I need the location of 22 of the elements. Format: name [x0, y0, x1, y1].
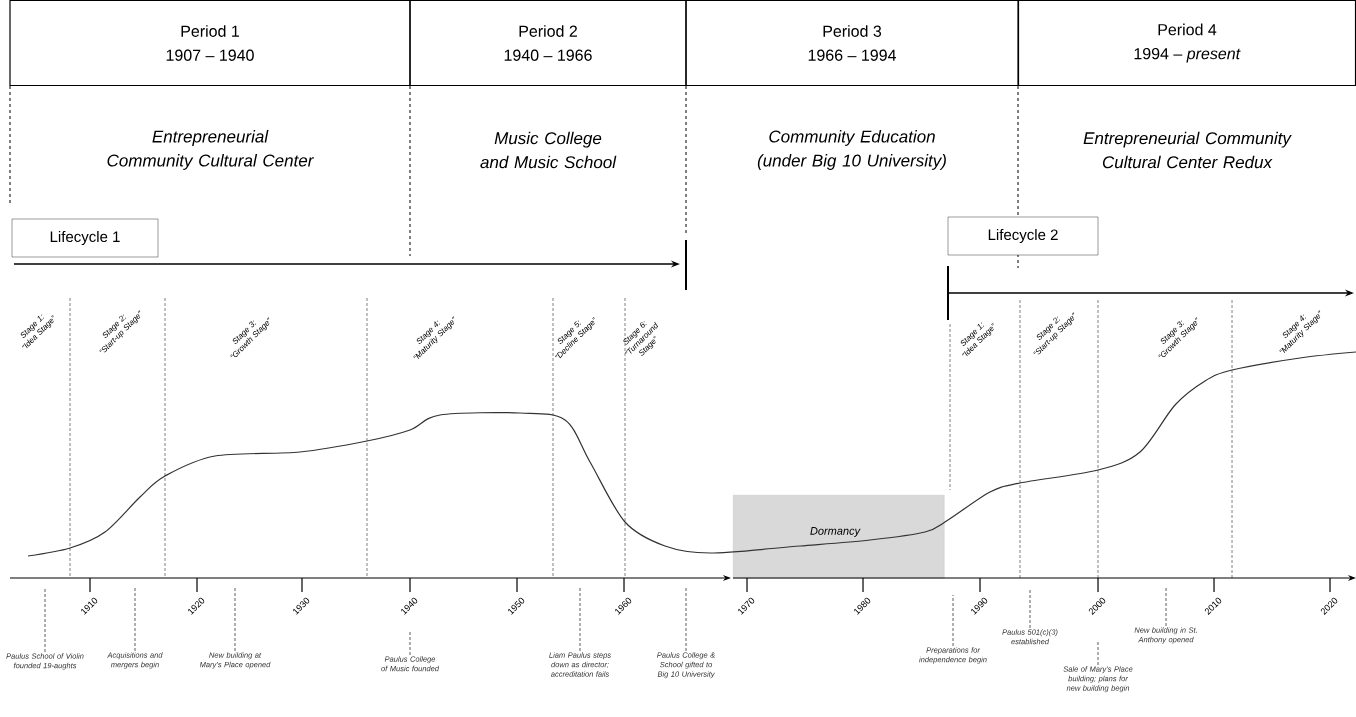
lifecycle-box: Lifecycle 2: [947, 216, 1099, 256]
leader-line: [685, 587, 687, 652]
era-label: Community Education (under Big 10 University): [757, 130, 946, 170]
leader-line: [44, 587, 46, 653]
leader-line: [409, 629, 411, 656]
leader-line: [1029, 587, 1031, 629]
lifecycle-box: Lifecycle 1: [11, 218, 159, 258]
era-label: Entrepreneurial Community Cultural Center: [107, 130, 314, 170]
period-header: Period 1 1907 – 1940: [9, 0, 411, 87]
dormancy-band: [733, 495, 945, 579]
era-label: Entrepreneurial Community Cultural Center Redux: [1083, 131, 1292, 169]
leader-line: [1165, 587, 1167, 627]
period-header: Period 3 1966 – 1994: [685, 0, 1019, 87]
era-label: Music College and Music School: [480, 131, 617, 169]
leader-line: [952, 594, 954, 647]
leader-line: [234, 587, 236, 652]
leader-line: [1097, 639, 1099, 666]
period-header: Period 4 1994 – present: [1017, 0, 1356, 87]
leader-line: [579, 587, 581, 652]
band-label: Dormancy: [810, 527, 861, 537]
period-header: Period 2 1940 – 1966: [409, 0, 687, 87]
leader-line: [134, 587, 136, 652]
